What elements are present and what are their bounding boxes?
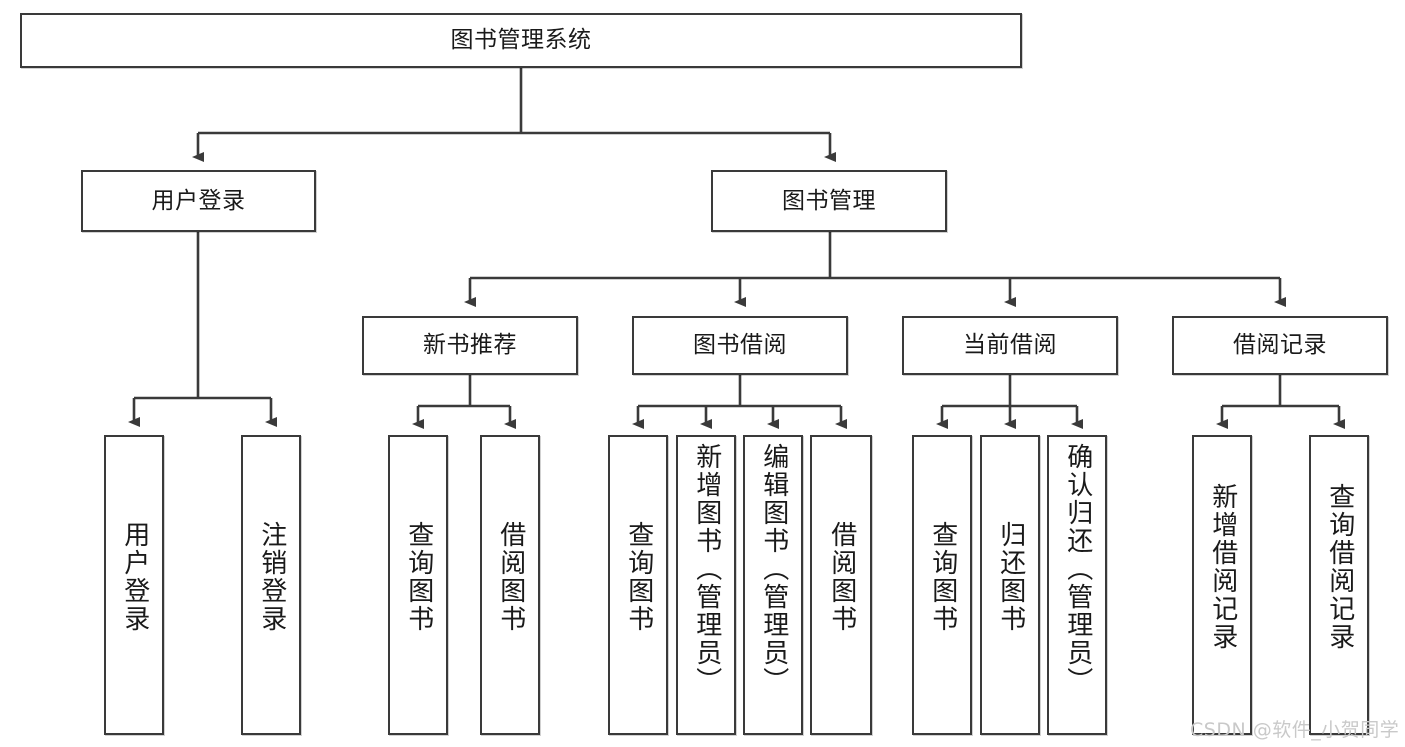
- node-label: 借阅图书: [826, 521, 857, 633]
- node-leaf-user-login[interactable]: 用户登录: [104, 435, 164, 735]
- node-book-borrow[interactable]: 图书借阅: [632, 316, 848, 375]
- node-label: 用户登录: [151, 187, 246, 214]
- node-leaf-return-book[interactable]: 归还图书: [980, 435, 1040, 735]
- node-label: 查询图书: [403, 521, 434, 633]
- node-label: 新书推荐: [423, 332, 517, 358]
- node-leaf-confirm-return-admin[interactable]: 确认归还（管理员）: [1047, 435, 1107, 735]
- node-label: 借阅记录: [1233, 332, 1327, 358]
- watermark: CSDN @软件_小贺同学: [1190, 719, 1400, 741]
- node-new-book-recommend[interactable]: 新书推荐: [362, 316, 578, 375]
- node-leaf-logout[interactable]: 注销登录: [241, 435, 301, 735]
- node-leaf-add-book-admin[interactable]: 新增图书（管理员）: [676, 435, 736, 735]
- node-label: 查询借阅记录: [1324, 483, 1355, 651]
- node-label: 用户登录: [119, 521, 150, 633]
- node-leaf-query-book-recommend[interactable]: 查询图书: [388, 435, 448, 735]
- node-label: 查询图书: [623, 521, 654, 633]
- node-leaf-query-borrow-record[interactable]: 查询借阅记录: [1309, 435, 1369, 735]
- node-current-borrow[interactable]: 当前借阅: [902, 316, 1118, 375]
- node-leaf-edit-book-admin[interactable]: 编辑图书（管理员）: [743, 435, 803, 735]
- node-leaf-add-borrow-record[interactable]: 新增借阅记录: [1192, 435, 1252, 735]
- node-label: 注销登录: [256, 521, 287, 633]
- node-label: 编辑图书（管理员）: [758, 443, 789, 695]
- node-label: 确认归还（管理员）: [1062, 443, 1093, 695]
- node-label: 图书管理: [782, 187, 876, 214]
- node-label: 新增图书（管理员）: [691, 443, 722, 695]
- node-label: 新增借阅记录: [1207, 483, 1238, 651]
- node-borrow-record[interactable]: 借阅记录: [1172, 316, 1388, 375]
- node-leaf-query-book-current[interactable]: 查询图书: [912, 435, 972, 735]
- node-label: 图书借阅: [693, 332, 787, 358]
- node-label: 图书管理系统: [450, 27, 592, 53]
- node-label: 归还图书: [995, 521, 1026, 633]
- node-book-management[interactable]: 图书管理: [711, 170, 947, 232]
- node-label: 查询图书: [927, 521, 958, 633]
- node-label: 借阅图书: [495, 521, 526, 633]
- node-leaf-borrow-book-recommend[interactable]: 借阅图书: [480, 435, 540, 735]
- node-root-system[interactable]: 图书管理系统: [20, 13, 1022, 68]
- node-user-login[interactable]: 用户登录: [81, 170, 316, 232]
- node-leaf-query-book-borrow[interactable]: 查询图书: [608, 435, 668, 735]
- node-leaf-borrow-book[interactable]: 借阅图书: [810, 435, 872, 735]
- node-label: 当前借阅: [963, 332, 1057, 358]
